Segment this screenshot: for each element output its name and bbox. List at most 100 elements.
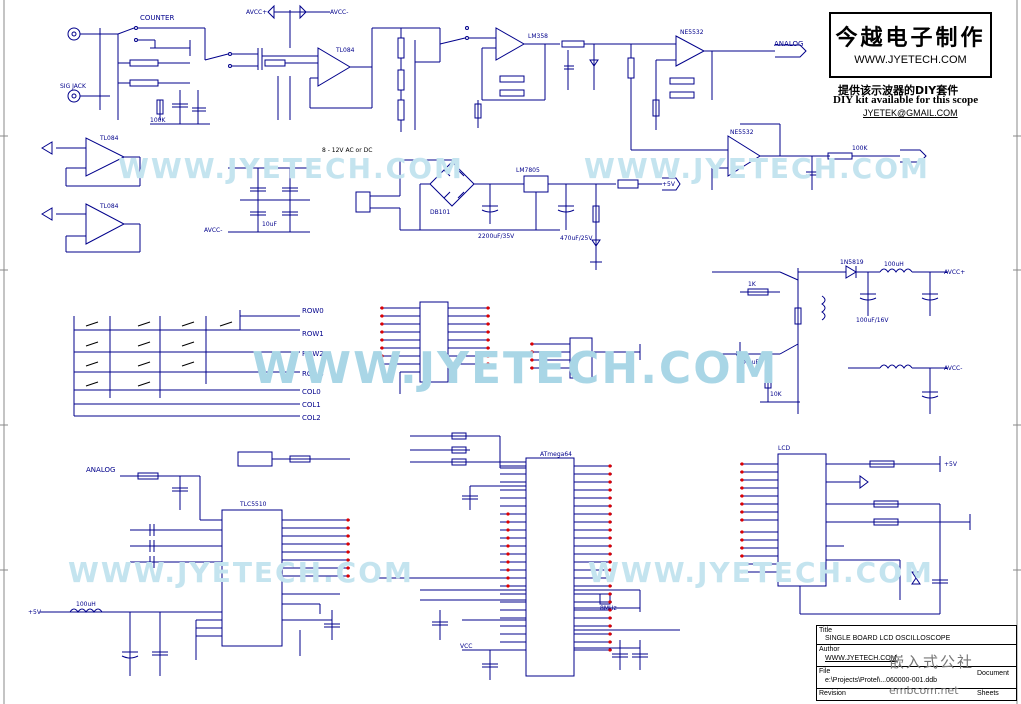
- net-analog-out: ANALOG: [774, 40, 803, 48]
- net-col1: COL1: [302, 401, 321, 409]
- net-avcc-minus-2: AVCC-: [204, 227, 222, 234]
- adc-bus-pin-dots: [346, 518, 350, 578]
- mcu-pin-dot: [608, 464, 612, 468]
- label-c-10: 10uF: [262, 221, 277, 228]
- lcd-module: [740, 453, 971, 615]
- mcu-pin-dot: [506, 528, 510, 532]
- label-sig-jack: SIG JACK: [60, 83, 87, 90]
- mcu-pin-dot: [608, 520, 612, 524]
- net-row3: ROW3: [302, 370, 324, 378]
- net-col0: COL0: [302, 388, 321, 396]
- tb-sheets-label: Sheets: [977, 690, 999, 697]
- label-cap-470: 470uF/25V: [560, 235, 593, 242]
- net-analog-in: ANALOG: [86, 466, 115, 474]
- power-supply: [355, 159, 681, 270]
- tb-title-label: Title: [819, 627, 832, 634]
- mcu-pin-dot: [608, 584, 612, 588]
- mcu-pin-dot: [506, 536, 510, 540]
- net-row0: ROW0: [302, 307, 324, 315]
- mcu-pin-dot: [608, 536, 612, 540]
- net-plus5-a: +5V: [662, 181, 676, 188]
- net-vcc: VCC: [460, 643, 472, 650]
- title-block: Title SINGLE BOARD LCD OSCILLOSCOPE Auth…: [816, 625, 1017, 701]
- boost-converter: [712, 265, 948, 414]
- spare-opamps: [41, 137, 141, 253]
- label-u4: ATmega64: [540, 451, 572, 458]
- mcu-pin-dot: [608, 544, 612, 548]
- mcu-pin-dot: [608, 592, 612, 596]
- kit-note-english: DIY kit available for this scope: [833, 94, 979, 106]
- mcu-pin-dot: [608, 600, 612, 604]
- jyetech-logo: 今越电子制作 WWW.JYETECH.COM: [829, 12, 992, 78]
- label-u3: TLC5510: [239, 501, 267, 508]
- logo-website: WWW.JYETECH.COM: [854, 54, 967, 66]
- mcu-pin-dot: [608, 568, 612, 572]
- net-plus5-c: +5V: [28, 609, 42, 616]
- net-counter: COUNTER: [140, 14, 174, 22]
- mcu-pin-dot: [608, 512, 612, 516]
- label-r-100k-b: 100K: [150, 117, 166, 124]
- label-inductor-b: 100uH: [76, 601, 96, 608]
- mcu-pin-dot: [608, 648, 612, 652]
- label-u6b: NE5532: [730, 129, 754, 136]
- keypad-matrix: [73, 310, 300, 417]
- connector-pin-dots: [380, 306, 534, 370]
- tb-file-label: File: [819, 668, 831, 675]
- decoupling-caps: [228, 167, 310, 233]
- mcu-pin-dot: [608, 560, 612, 564]
- mcu-pin-dots: [506, 464, 612, 652]
- net-avcc-plus-2: AVCC+: [944, 269, 965, 276]
- net-avcc-minus-3: AVCC-: [944, 365, 962, 372]
- tb-document-label: Document: [977, 670, 1009, 677]
- mcu-pin-dot: [608, 552, 612, 556]
- mcu-pin-dot: [608, 472, 612, 476]
- logo-chinese-name: 今越电子制作: [835, 25, 986, 51]
- label-cap-100: 100uF/16V: [856, 317, 889, 324]
- label-inductor: 100uH: [884, 261, 904, 268]
- footer-url: embcom.net: [889, 684, 959, 697]
- mcu-pin-dot: [506, 520, 510, 524]
- mcu-pin-dot: [608, 616, 612, 620]
- label-u1: LM358: [528, 33, 548, 40]
- tb-author: WWW.JYETECH.COM: [825, 655, 897, 662]
- net-plus5-b: +5V: [944, 461, 958, 468]
- tb-author-label: Author: [819, 646, 840, 653]
- tb-revision-label: Revision: [819, 690, 846, 697]
- net-col2: COL2: [302, 414, 321, 422]
- mcu-pin-dot: [608, 504, 612, 508]
- label-cap-2200: 2200uF/35V: [478, 233, 515, 240]
- mcu-pin-dot: [506, 512, 510, 516]
- kit-note-chinese: 提供该示波器的DIY套件: [838, 84, 959, 97]
- mcu-pin-dot: [506, 544, 510, 548]
- lcd-pin-dots: [740, 462, 744, 574]
- label-r-1k: 1K: [748, 281, 757, 288]
- component-labels: COUNTER SIG JACK ANALOG ANALOG 8 - 12V A…: [28, 9, 965, 650]
- mcu-pin-dot: [608, 576, 612, 580]
- label-lcd: LCD: [778, 445, 791, 452]
- label-diode: 1N5819: [840, 259, 864, 266]
- lcd-connector: [380, 301, 641, 394]
- label-bridge: DB101: [430, 209, 450, 216]
- mcu-pin-dot: [608, 488, 612, 492]
- mcu-atmega64: [378, 432, 680, 680]
- kit-note-email: JYETEK@GMAIL.COM: [863, 108, 958, 118]
- mcu-pin-dot: [608, 528, 612, 532]
- keypad-net-labels: ROW0 ROW1 ROW2 ROW3 COL0 COL1 COL2: [302, 307, 324, 422]
- tb-file: e:\Projects\Protel\...060000-001.ddb: [825, 677, 938, 684]
- adc-tlc5510: [40, 451, 350, 676]
- net-avcc-plus: AVCC+: [246, 9, 267, 16]
- mcu-pin-dot: [608, 496, 612, 500]
- label-u2d: TL084: [99, 203, 119, 210]
- mcu-pin-dot: [608, 608, 612, 612]
- label-r-100k: 100K: [852, 145, 868, 152]
- label-power-in: 8 - 12V AC or DC: [322, 147, 372, 154]
- mcu-pin-dot: [608, 480, 612, 484]
- mcu-pin-dot: [608, 640, 612, 644]
- mcu-pin-dot: [506, 568, 510, 572]
- tb-title: SINGLE BOARD LCD OSCILLOSCOPE: [825, 635, 951, 642]
- footer-chinese: 嵌入式公社: [889, 653, 975, 671]
- mcu-pin-dot: [506, 576, 510, 580]
- label-u2: TL084: [335, 47, 355, 54]
